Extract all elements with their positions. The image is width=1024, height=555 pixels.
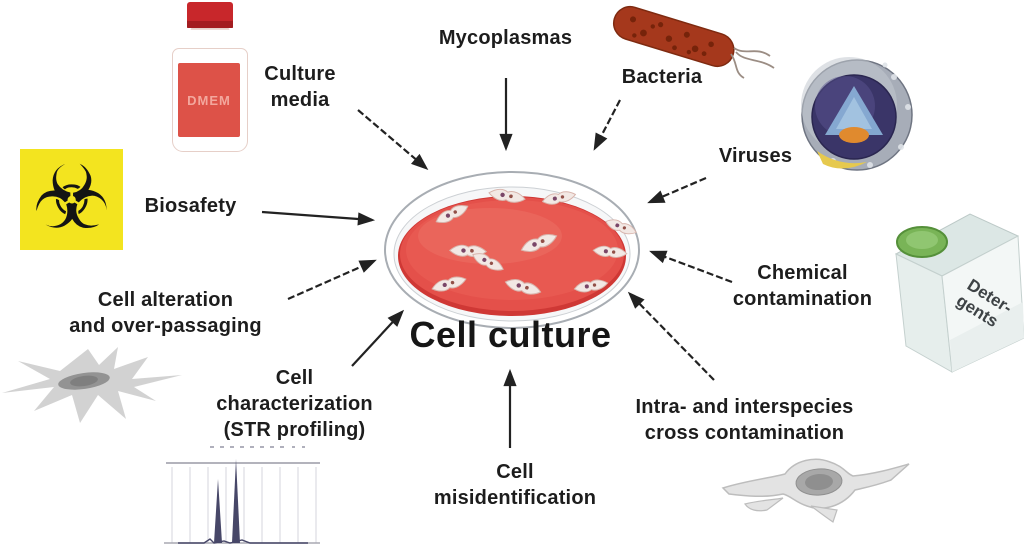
label-line: Chemical	[757, 262, 848, 284]
label-line: (STR profiling)	[223, 419, 366, 441]
arrow-culture-media	[357, 109, 429, 170]
label-line: and over-passaging	[69, 315, 262, 337]
media-bottle-icon: DMEM	[170, 2, 250, 152]
str-profile-icon	[164, 446, 320, 544]
label-chemical-contamination: Chemical contamination	[700, 260, 905, 312]
label-line: contamination	[732, 288, 873, 310]
spiky-cell-icon	[2, 347, 182, 423]
arrow-biosafety	[261, 210, 376, 226]
label-line: cross contamination	[644, 422, 845, 444]
label-cell-alteration: Cell alteration and over-passaging	[38, 287, 293, 339]
bacteria-icon	[612, 5, 775, 79]
bottle-label-text: DMEM	[187, 92, 231, 108]
biohazard-symbol: ☣	[32, 145, 111, 249]
title-text: Cell culture	[409, 314, 612, 355]
bottle-body: DMEM	[172, 48, 248, 152]
page-title: Cell culture	[398, 315, 623, 355]
bacteria-flagella	[730, 47, 775, 79]
fibroblast-cell-icon	[721, 458, 910, 523]
label-viruses: Viruses	[698, 143, 813, 169]
label-line: Cell	[275, 367, 314, 389]
arrow-chemical-contamination	[649, 250, 733, 284]
bottle-label: DMEM	[178, 63, 240, 137]
arrow-mycoplasmas	[499, 78, 513, 152]
label-culture-media: Culture media	[225, 61, 375, 113]
arrow-viruses	[647, 176, 707, 204]
arrow-cell-characterization	[351, 309, 405, 367]
petri-dish-icon	[384, 171, 640, 329]
label-line: media	[270, 89, 330, 111]
bottle-cap	[187, 2, 233, 28]
label-line: Cell	[496, 461, 534, 483]
label-line: Viruses	[718, 145, 793, 167]
label-line: Cell alteration	[97, 289, 234, 311]
arrow-cross-contamination	[627, 291, 715, 381]
label-line: Culture	[264, 63, 336, 85]
label-line: Biosafety	[144, 195, 237, 217]
label-line: Bacteria	[621, 66, 703, 88]
arrow-cell-alteration	[287, 259, 377, 301]
label-line: characterization	[216, 393, 373, 415]
detergent-icon: Deter- gents	[894, 213, 1024, 373]
label-cross-contamination: Intra- and interspecies cross contaminat…	[602, 394, 887, 446]
label-mycoplasmas: Mycoplasmas	[398, 25, 613, 51]
label-bacteria: Bacteria	[597, 64, 727, 90]
arrow-cell-misidentification	[503, 368, 517, 448]
biohazard-icon: ☣	[20, 149, 123, 250]
label-cell-characterization: Cell characterization (STR profiling)	[192, 365, 397, 443]
label-line: misidentification	[433, 487, 597, 509]
label-line: Intra- and interspecies	[635, 396, 854, 418]
arrow-bacteria	[593, 99, 621, 151]
bottle-neck	[181, 28, 239, 51]
label-cell-misidentification: Cell misidentification	[415, 459, 615, 511]
label-biosafety: Biosafety	[128, 193, 253, 219]
label-line: Mycoplasmas	[438, 27, 573, 49]
virus-icon	[801, 57, 913, 171]
